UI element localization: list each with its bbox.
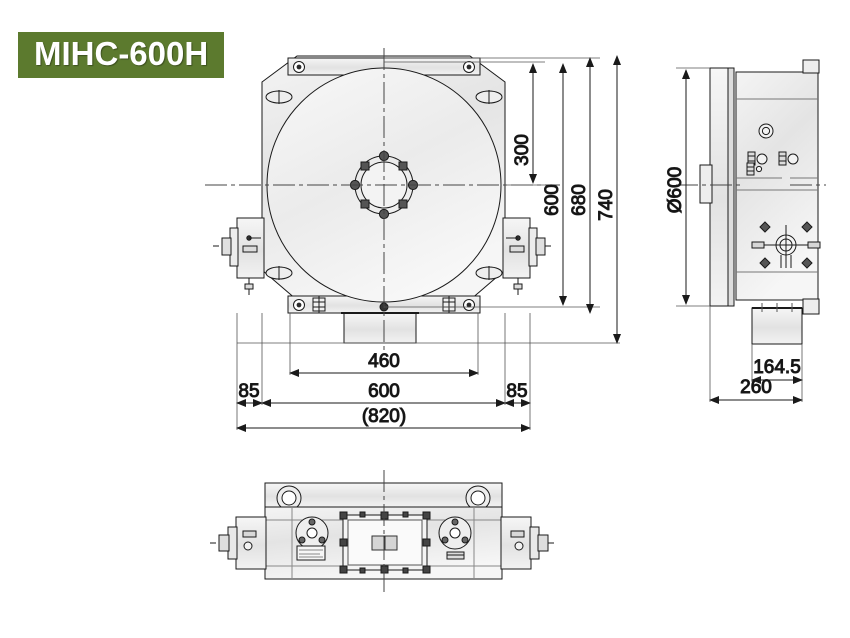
side-bottom-lug — [802, 298, 820, 315]
side-table-flange — [709, 67, 729, 307]
top-bar-bolt-holes — [293, 61, 475, 73]
top-view-lifting-eyes — [276, 485, 491, 511]
dim-label-460: 460 — [368, 351, 400, 372]
dim-label-300: 300 — [512, 134, 533, 166]
dim-label-740: 740 — [596, 189, 617, 221]
front-center-lines — [205, 48, 560, 350]
top-view-right-mount — [500, 516, 557, 570]
side-view-dimensions: Ø600 164.5 260 — [665, 67, 803, 404]
top-view-port-plates — [295, 516, 472, 560]
dim-label-85-left: 85 — [238, 381, 259, 402]
front-view — [205, 48, 560, 350]
right-side-mount — [502, 217, 554, 295]
top-view — [210, 470, 557, 592]
side-view — [676, 59, 826, 345]
dim-label-680: 680 — [569, 184, 590, 216]
dim-label-820: (820) — [362, 406, 406, 427]
front-base-block — [343, 312, 417, 344]
left-side-mount — [213, 217, 265, 295]
dim-label-dia600: Ø600 — [665, 167, 686, 213]
top-view-left-mount — [210, 516, 267, 570]
dim-label-85-right: 85 — [506, 381, 527, 402]
top-view-nameplate — [296, 545, 326, 561]
dim-label-164-5: 164.5 — [753, 357, 801, 378]
side-lower-bore-group — [751, 221, 821, 269]
center-bolt-group — [349, 150, 419, 220]
dim-label-600-v: 600 — [542, 184, 563, 216]
top-view-mounting-pattern — [339, 511, 431, 574]
side-port-fittings — [746, 123, 799, 176]
dim-label-260: 260 — [740, 377, 772, 398]
model-banner: MIHC-600H — [18, 32, 225, 78]
side-foot-block — [751, 307, 803, 345]
corner-lifting-slots — [265, 90, 503, 280]
dim-label-600-h: 600 — [368, 381, 400, 402]
bottom-bar-bolt-holes — [293, 296, 475, 313]
side-shaft-stub — [699, 164, 713, 204]
side-top-lug — [802, 59, 820, 74]
front-view-dimensions: 300 600 680 740 460 600 85 — [236, 55, 621, 432]
